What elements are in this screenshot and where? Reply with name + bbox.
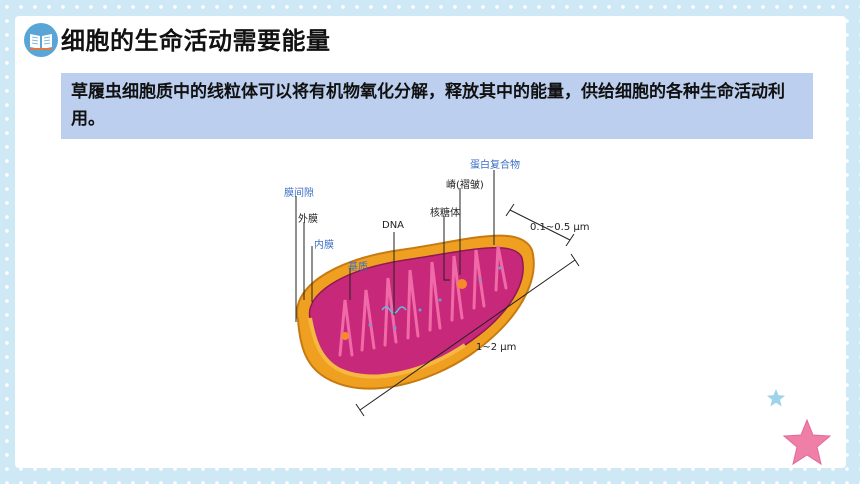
label-inner-membrane: 内膜 — [314, 240, 334, 251]
label-matrix: 基质 — [348, 262, 368, 273]
label-dna: DNA — [382, 220, 405, 231]
label-intermembrane-space: 膜间隙 — [284, 188, 314, 199]
book-icon — [24, 23, 58, 57]
label-cristae: 嵴(褶皱) — [446, 180, 484, 191]
mitochondrion-figure: 膜间隙 外膜 内膜 基质 DNA 核糖体 嵴(褶皱) 蛋白复合物 0.1~0.5… — [270, 150, 600, 428]
label-length-measure: 1~2 μm — [476, 342, 517, 353]
label-protein-complex: 蛋白复合物 — [470, 160, 520, 171]
star-icon — [767, 389, 785, 407]
label-ribosome: 核糖体 — [430, 208, 460, 219]
mitochondrion-diagram — [295, 170, 580, 417]
star-icon — [782, 418, 832, 466]
label-outer-membrane: 外膜 — [298, 214, 318, 225]
page-title: 细胞的生命活动需要能量 — [61, 27, 331, 55]
body-text-highlight: 草履虫细胞质中的线粒体可以将有机物氧化分解，释放其中的能量，供给细胞的各种生命活… — [61, 73, 813, 139]
label-width-measure: 0.1~0.5 μm — [530, 222, 590, 233]
